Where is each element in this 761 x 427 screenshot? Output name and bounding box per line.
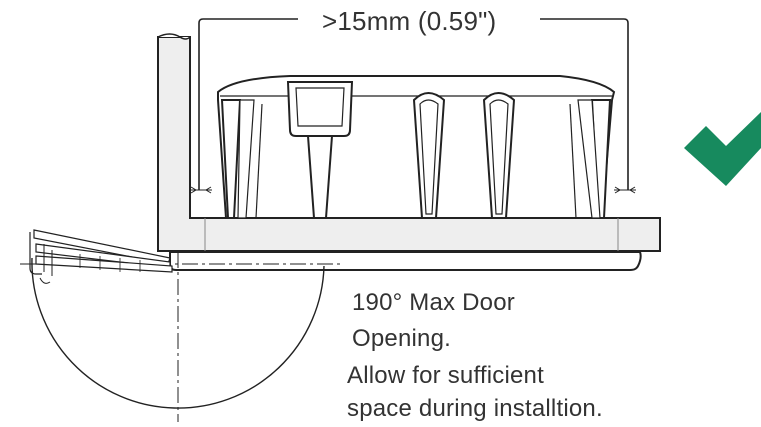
door-note-line-4: space during installtion. <box>347 395 603 422</box>
clearance-dimension <box>190 18 636 194</box>
appliance <box>217 75 616 219</box>
open-door <box>29 229 173 284</box>
door-panel <box>169 251 642 271</box>
door-note-line-2: Opening. <box>352 325 452 352</box>
door-note-line-3: Allow for sufficient <box>347 362 544 389</box>
door-swing-arc <box>20 252 340 422</box>
clearance-label: >15mm (0.59") <box>322 6 497 36</box>
door-note-line-1: 190° Max Door <box>352 289 515 316</box>
cabinet <box>157 33 661 252</box>
checkmark-icon <box>684 112 761 186</box>
